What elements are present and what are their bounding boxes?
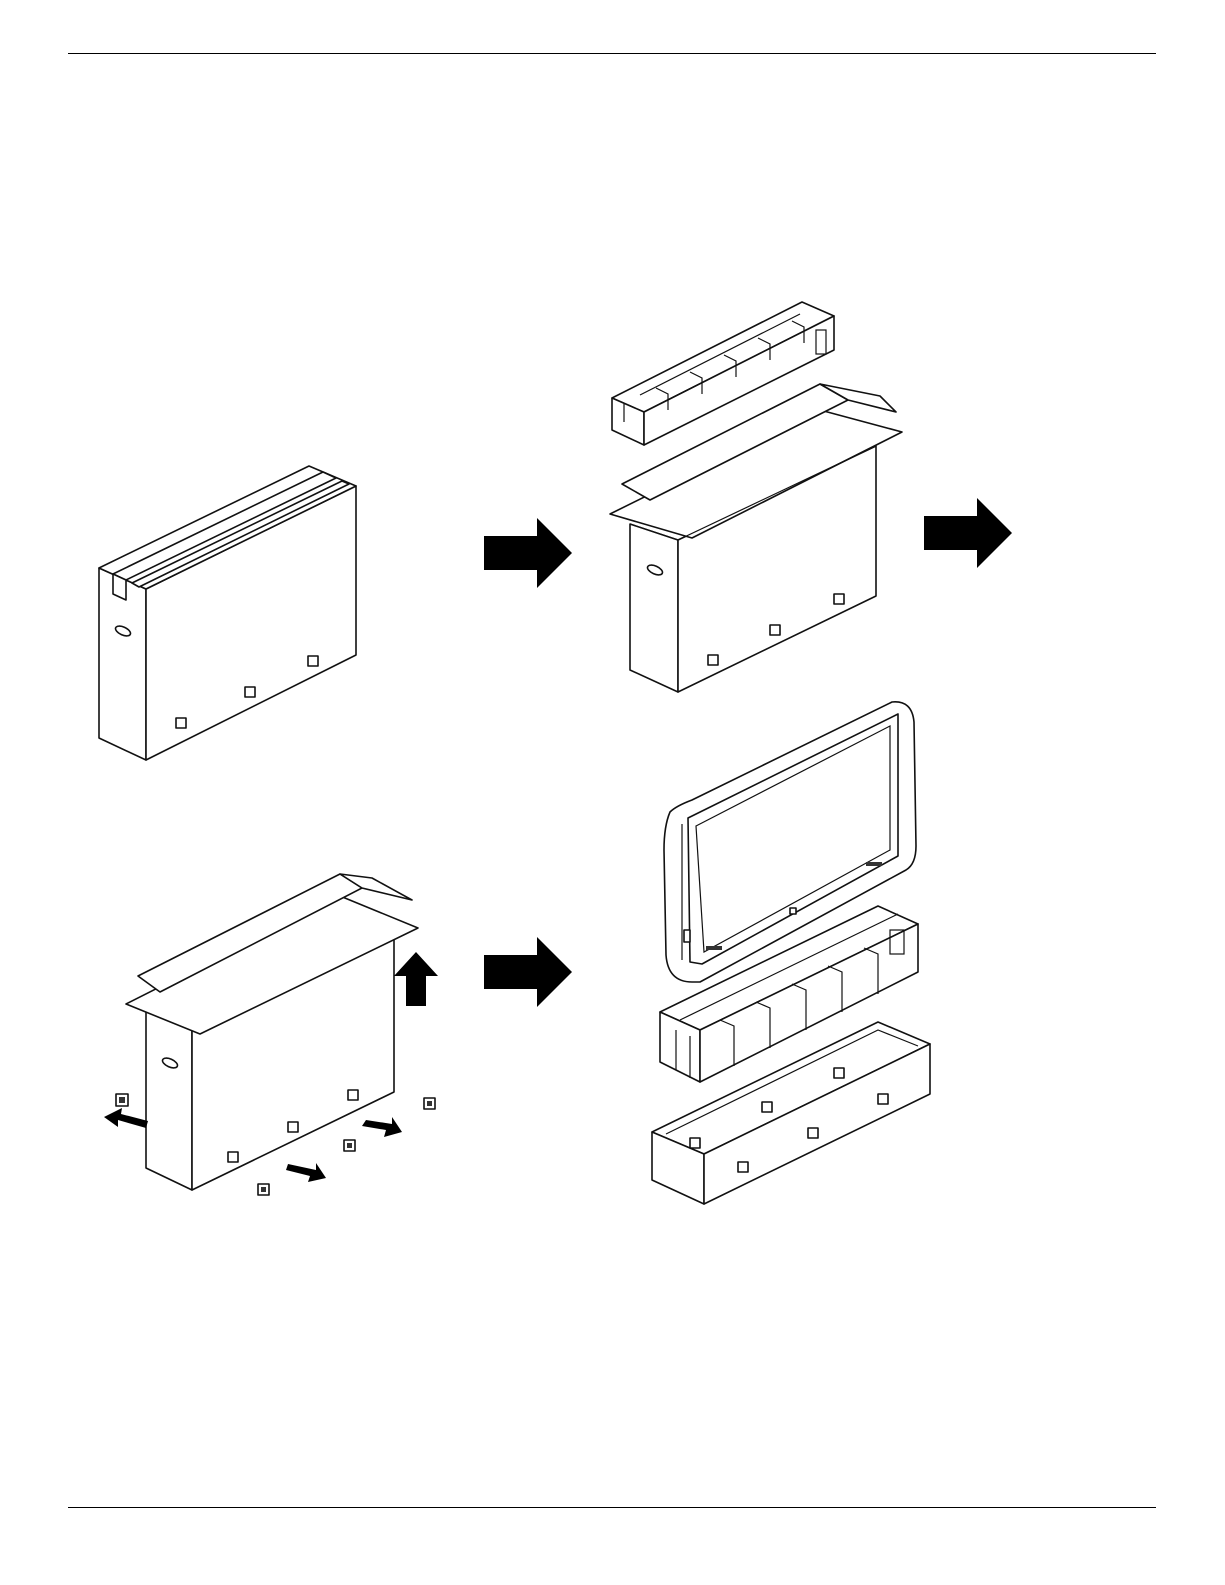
arrow-right-2 (924, 498, 1012, 568)
sealed-box (99, 466, 356, 760)
sleeve-box (126, 874, 418, 1190)
lift-up-arrow (394, 952, 438, 1006)
arrow-right-1 (484, 518, 572, 588)
arrow-right-3 (484, 937, 572, 1007)
